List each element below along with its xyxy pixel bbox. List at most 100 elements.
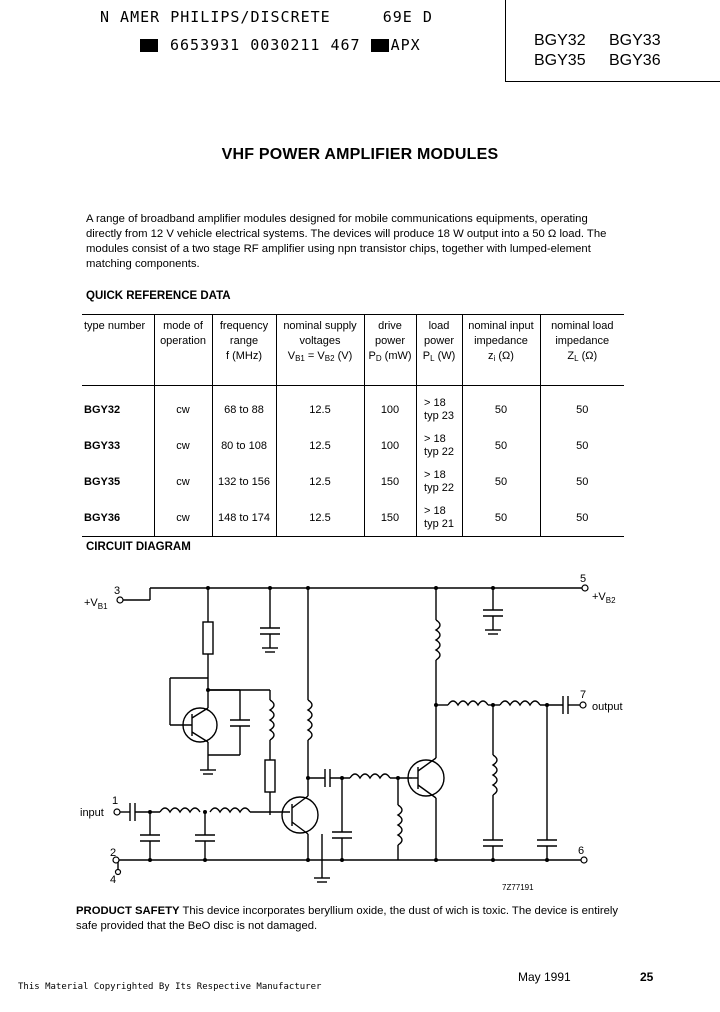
figure-code: 7Z77191 bbox=[502, 883, 534, 892]
terminal bbox=[114, 868, 122, 876]
terminal bbox=[113, 808, 121, 816]
header-barcode-code: APX bbox=[390, 36, 421, 54]
cell-mode: cw bbox=[153, 385, 212, 428]
cell-frequency: 80 to 108 bbox=[211, 428, 276, 464]
header-line-2: 6653931 0030211 467 APX bbox=[140, 36, 421, 54]
inductor bbox=[159, 807, 201, 814]
resistor bbox=[264, 759, 276, 793]
black-block bbox=[140, 38, 158, 52]
pin-6-label: 6 bbox=[578, 845, 584, 857]
inductor bbox=[447, 700, 489, 707]
inductor bbox=[268, 699, 275, 741]
transistor bbox=[407, 759, 445, 797]
cell-supply: 12.5 bbox=[275, 500, 364, 537]
inductor bbox=[491, 754, 498, 796]
cell-input-impedance: 50 bbox=[461, 500, 540, 537]
inductor bbox=[209, 807, 251, 814]
circuit-diagram-heading: CIRCUIT DIAGRAM bbox=[86, 541, 191, 553]
cell-load-impedance: 50 bbox=[539, 500, 624, 537]
vb1-label: +VB1 bbox=[84, 597, 108, 611]
header-company: N AMER PHILIPS/DISCRETE bbox=[100, 8, 331, 26]
col-mode: mode of operation bbox=[153, 314, 212, 386]
pin-5-label: 5 bbox=[580, 573, 586, 585]
cell-load-impedance: 50 bbox=[539, 428, 624, 464]
circuit-diagram: +VB1 3 5 +VB2 input 1 7 output 2 4 6 7Z7… bbox=[80, 573, 623, 892]
cell-mode: cw bbox=[153, 500, 212, 537]
inductor bbox=[396, 804, 403, 846]
part-number: BGY36 bbox=[609, 52, 661, 69]
terminal bbox=[116, 596, 124, 604]
terminal bbox=[579, 701, 587, 709]
transistor bbox=[281, 796, 319, 834]
cell-frequency: 132 to 156 bbox=[211, 464, 276, 500]
table-header-row: type number mode of operation frequency … bbox=[82, 314, 624, 386]
part-number: BGY35 bbox=[534, 52, 586, 69]
part-number: BGY32 bbox=[534, 32, 586, 49]
cell-load-impedance: 50 bbox=[539, 385, 624, 428]
quick-reference-table: type number mode of operation frequency … bbox=[82, 314, 624, 537]
cell-input-impedance: 50 bbox=[461, 428, 540, 464]
copyright-note: This Material Copyrighted By Its Respect… bbox=[18, 982, 322, 992]
resistor bbox=[202, 621, 214, 655]
inductor bbox=[306, 699, 313, 741]
safety-heading: PRODUCT SAFETY bbox=[76, 905, 180, 917]
pin-3-label: 3 bbox=[114, 585, 120, 597]
quick-reference-heading: QUICK REFERENCE DATA bbox=[86, 290, 231, 302]
cell-supply: 12.5 bbox=[275, 428, 364, 464]
cell-drive: 150 bbox=[363, 464, 416, 500]
cell-type: BGY35 bbox=[84, 476, 121, 488]
header-code: 69E D bbox=[382, 8, 433, 26]
cell-load-impedance: 50 bbox=[539, 464, 624, 500]
cell-type: BGY33 bbox=[84, 440, 121, 452]
publication-date: May 1991 bbox=[518, 970, 571, 984]
page-number: 25 bbox=[640, 970, 654, 984]
terminal bbox=[581, 584, 589, 592]
cell-input-impedance: 50 bbox=[461, 385, 540, 428]
inductor bbox=[499, 700, 541, 707]
cell-mode: cw bbox=[153, 464, 212, 500]
intro-paragraph: A range of broadband amplifier modules d… bbox=[86, 213, 607, 270]
pin-4-label: 4 bbox=[110, 874, 116, 886]
pin-7-label: 7 bbox=[580, 689, 586, 701]
product-safety-note: PRODUCT SAFETY This device incorporates … bbox=[76, 904, 626, 934]
cell-frequency: 148 to 174 bbox=[211, 500, 276, 537]
cell-drive: 150 bbox=[363, 500, 416, 537]
output-label: output bbox=[592, 701, 623, 713]
vb2-label: +VB2 bbox=[592, 591, 616, 605]
cell-drive: 100 bbox=[363, 385, 416, 428]
part-number-box: BGY32 BGY33 BGY35 BGY36 bbox=[505, 0, 720, 82]
header-barcode-number: 6653931 0030211 467 bbox=[170, 36, 361, 54]
cell-type: BGY36 bbox=[84, 512, 121, 524]
safety-text: This device incorporates beryllium oxide… bbox=[76, 905, 619, 932]
cell-supply: 12.5 bbox=[275, 385, 364, 428]
cell-supply: 12.5 bbox=[275, 464, 364, 500]
input-label: input bbox=[80, 807, 104, 819]
page-title: VHF POWER AMPLIFIER MODULES bbox=[221, 146, 499, 163]
inductor bbox=[434, 619, 441, 661]
cell-type: BGY32 bbox=[84, 404, 121, 416]
cell-mode: cw bbox=[153, 428, 212, 464]
pin-2-label: 2 bbox=[110, 847, 116, 859]
header-line-1: N AMER PHILIPS/DISCRETE 69E D bbox=[100, 8, 433, 26]
terminal bbox=[580, 856, 588, 864]
terminal bbox=[112, 856, 120, 864]
cell-input-impedance: 50 bbox=[461, 464, 540, 500]
pin-1-label: 1 bbox=[112, 795, 118, 807]
col-type: type number bbox=[84, 320, 146, 332]
cell-frequency: 68 to 88 bbox=[211, 385, 276, 428]
part-number: BGY33 bbox=[609, 32, 661, 49]
